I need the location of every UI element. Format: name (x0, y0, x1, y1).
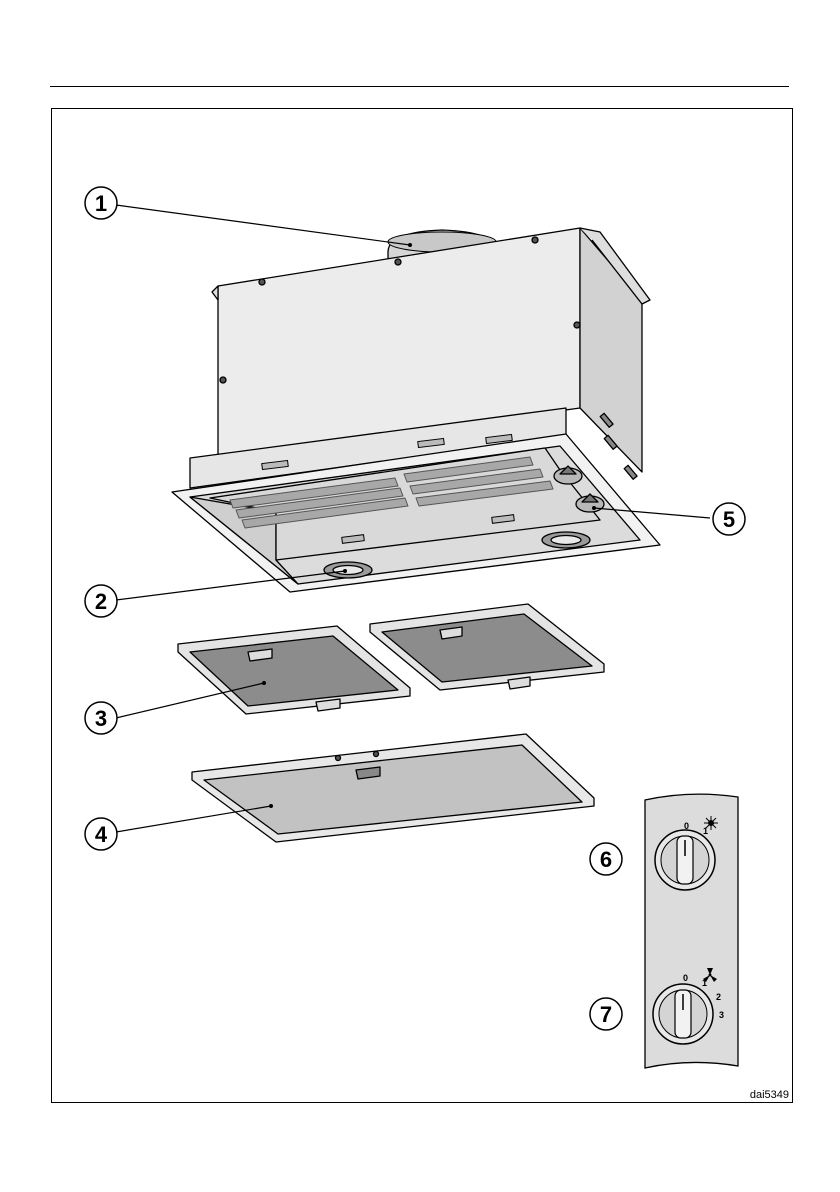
fan-pos-3: 3 (719, 1010, 724, 1020)
callout-5: 5 (713, 503, 745, 535)
callout-4-number: 4 (95, 822, 108, 847)
callout-7: 7 (590, 998, 622, 1030)
callout-7-number: 7 (600, 1002, 612, 1027)
light-pos-1: 1 (703, 826, 708, 836)
grease-filter-right (370, 604, 604, 690)
fan-pos-0: 0 (683, 973, 688, 983)
callout-4: 4 (85, 818, 117, 850)
front-grille (192, 734, 594, 842)
callout-5-number: 5 (723, 507, 735, 532)
callout-2-number: 2 (95, 589, 107, 614)
callout-3: 3 (85, 702, 117, 734)
grease-filter-left (178, 626, 410, 714)
callout-6: 6 (590, 843, 622, 875)
callout-1-number: 1 (95, 191, 107, 216)
leader-1 (116, 205, 410, 245)
drawing-code: dai5349 (750, 1089, 789, 1101)
light-pos-0: 0 (684, 821, 689, 831)
fan-pos-2: 2 (716, 992, 721, 1002)
callout-2: 2 (85, 585, 117, 617)
callout-1: 1 (85, 187, 117, 219)
light-knob[interactable] (655, 830, 715, 890)
callout-6-number: 6 (600, 847, 612, 872)
light-bulb-icon (704, 816, 718, 830)
callout-3-number: 3 (95, 706, 107, 731)
fan-knob[interactable] (653, 984, 713, 1044)
